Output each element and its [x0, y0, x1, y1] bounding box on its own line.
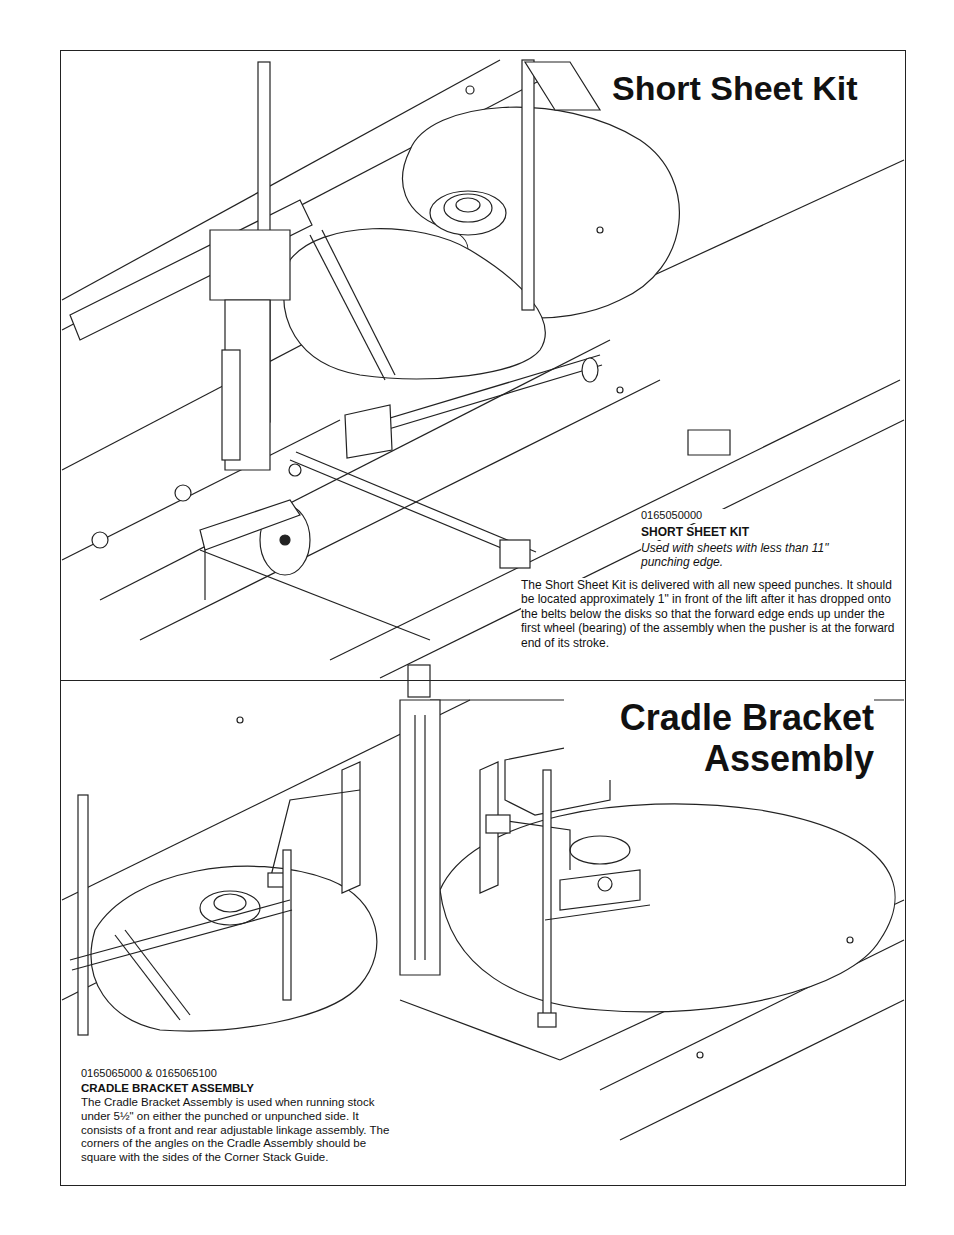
description-text: The Short Sheet Kit is delivered with al…: [521, 578, 899, 650]
part-name: SHORT SHEET KIT: [641, 525, 861, 540]
kit-panel: Short Sheet Kit 0165050000SHORT SHEET KIT…: [60, 50, 906, 681]
description-text: The Cradle Bracket Assembly is used when…: [81, 1096, 401, 1165]
usage-note: Used with sheets with less than 11" punc…: [641, 541, 831, 570]
cradle-panel: Cradle Bracket Assembly 0165065000 & 0165…: [60, 680, 906, 1186]
part-number: 0165065000 & 0165065100: [81, 1067, 321, 1081]
part-number: 0165050000: [641, 509, 841, 523]
panel-heading: Short Sheet Kit: [612, 69, 902, 108]
part-name: CRADLE BRACKET ASSEMBLY: [81, 1081, 341, 1095]
panel-heading: Cradle Bracket Assembly: [564, 697, 874, 780]
